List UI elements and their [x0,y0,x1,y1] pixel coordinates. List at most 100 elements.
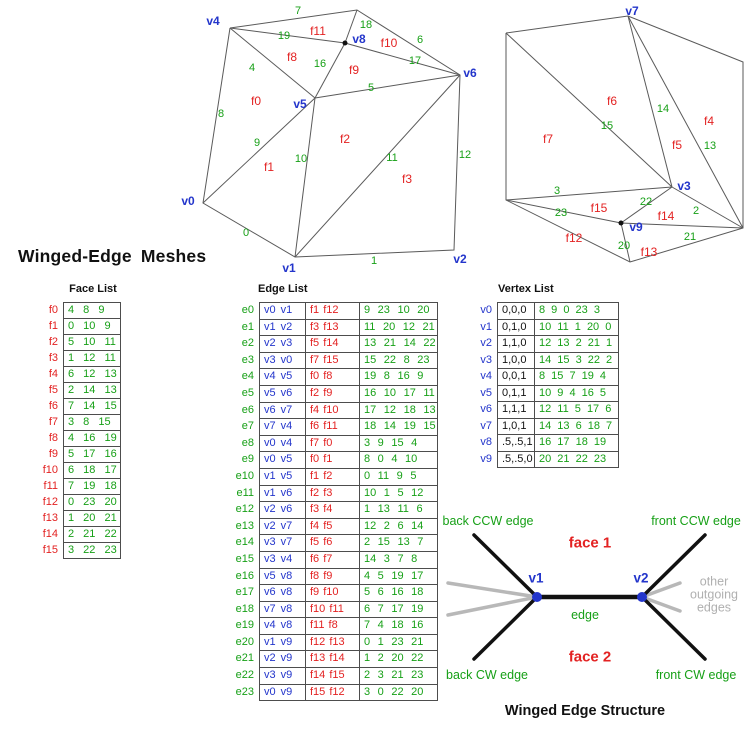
cube-right-edges [505,15,744,263]
edge-label: e12 [235,503,254,516]
face-label: f11 [43,480,58,492]
face-label: f4 [48,368,58,380]
edge-vertices-cell: v6 v7 [259,401,306,420]
cube-label: 16 [313,58,327,70]
cube-label: v8 [352,32,366,46]
vertex-coords-cell: 0,1,0 [497,318,535,336]
cube-label: v2 [453,252,467,266]
edge-vertices-cell: v3 v0 [259,351,306,370]
face-list-row: f0 4 8 9 [28,302,122,319]
vertex-edges-cell: 20 21 22 23 [534,450,619,468]
edge-vertices-cell: v4 v5 [259,368,306,386]
face-label: f13 [42,512,58,524]
edge-label: e9 [241,453,254,466]
face-label: f14 [42,528,58,540]
cube-label: v5 [293,97,307,111]
face-label: f2 [48,336,58,348]
edge-list-row: e22 v3 v9 f14 f15 2 3 21 23 [232,667,438,685]
edge-vertices-cell: v1 v5 [259,467,306,486]
edge-label: e21 [235,652,254,665]
vertex-label: v0 [480,304,492,316]
face-label: f6 [48,400,58,412]
edge-list-header: Edge List [258,283,308,295]
cube-label: f8 [286,50,298,64]
face-list-row: f13 1 20 21 [28,510,122,527]
structure-label: v2 [633,570,649,586]
vertex-label: v7 [480,419,492,432]
vertex-list-row: v9 .5,.5,0 20 21 22 23 [470,450,619,468]
edge-list-row: e9 v0 v5 f0 f1 8 0 4 10 [232,451,438,469]
edge-wings-cell: 0 11 9 5 [359,467,438,486]
edge-vertices-cell: v2 v7 [259,517,306,536]
edge-wings-cell: 2 3 21 23 [359,667,438,685]
cube-label: f6 [606,94,618,108]
face-edges-cell: 5 17 16 [63,446,121,463]
face-edges-cell: 1 20 21 [63,510,121,527]
edge-label: e23 [235,685,254,698]
vertex-list-header: Vertex List [498,283,554,295]
edge-list-row: e6 v6 v7 f4 f10 17 12 18 13 [232,401,438,420]
vertex-list-row: v3 1,0,0 14 15 3 22 2 [470,351,619,369]
cube-wireframe-right [505,15,744,263]
edge-label: e13 [235,519,254,532]
edge-faces-cell: f2 f3 [305,484,360,503]
edge-vertices-cell: v6 v8 [259,584,306,602]
structure-label: back CCW edge [442,514,534,528]
face-label: f0 [48,304,58,316]
vertex-edges-cell: 16 17 18 19 [534,434,619,452]
cube-label: 17 [408,55,422,67]
cube-label: f3 [401,172,413,186]
cube-label: f14 [657,209,675,223]
vertex-coords-cell: 1,1,0 [497,335,535,353]
vertex-edges-cell: 14 15 3 22 2 [534,351,619,369]
edge-faces-cell: f0 f8 [305,368,360,386]
cube-left-edges [202,9,461,258]
cube-label: f15 [590,201,608,215]
vertex-list-row: v8 .5,.5,1 16 17 18 19 [470,434,619,452]
face-label: f3 [48,352,58,364]
edge-faces-cell: f13 f14 [305,650,360,669]
structure-label: front CCW edge [651,514,741,528]
edge-faces-cell: f4 f10 [305,401,360,420]
face-list-row: f9 5 17 16 [28,446,122,463]
vertex-coords-cell: .5,.5,0 [497,450,535,468]
structure-label: face 1 [568,534,612,552]
edge-faces-cell: f6 f11 [305,418,360,436]
v8-point [342,40,348,46]
cube-label: v4 [206,14,220,28]
edge-list-row: e13 v2 v7 f4 f5 12 2 6 14 [232,517,438,536]
edge-faces-cell: f3 f13 [305,318,360,337]
edge-faces-cell: f5 f6 [305,534,360,552]
cube-label: 19 [277,30,291,42]
v1-point [532,592,542,602]
edge-wings-cell: 3 9 15 4 [359,434,438,453]
face-edges-cell: 6 12 13 [63,366,121,383]
edge-list-row: e16 v5 v8 f8 f9 4 5 19 17 [232,567,438,586]
edge-faces-cell: f14 f15 [305,667,360,685]
edge-faces-cell: f1 f2 [305,467,360,486]
edge-wings-cell: 8 0 4 10 [359,451,438,469]
edge-label: e5 [241,386,254,399]
cube-label: 2 [692,205,700,217]
vertex-edges-cell: 10 11 1 20 0 [534,318,619,336]
edge-faces-cell: f8 f9 [305,567,360,586]
cube-label: 5 [367,82,375,94]
edge-list-row: e21 v2 v9 f13 f14 1 2 20 22 [232,650,438,669]
edge-vertices-cell: v0 v9 [259,683,306,702]
cube-label: 15 [600,120,614,132]
cube-label: v3 [677,179,691,193]
edge-faces-cell: f1 f12 [305,302,360,320]
face-list-row: f3 1 12 11 [28,350,122,367]
face-edges-cell: 3 8 15 [63,414,121,431]
vertex-coords-cell: 1,0,0 [497,351,535,369]
vertex-edges-cell: 12 13 2 21 1 [534,335,619,353]
cube-label: v6 [463,66,477,80]
face-list-row: f5 2 14 13 [28,382,122,399]
other-outgoing-edge-lines [446,581,682,617]
edge-label: e0 [241,304,254,316]
edge-wings-cell: 14 3 7 8 [359,550,438,569]
edge-label: e7 [241,420,254,433]
edge-faces-cell: f2 f9 [305,384,360,403]
cube-label: f4 [703,114,715,128]
